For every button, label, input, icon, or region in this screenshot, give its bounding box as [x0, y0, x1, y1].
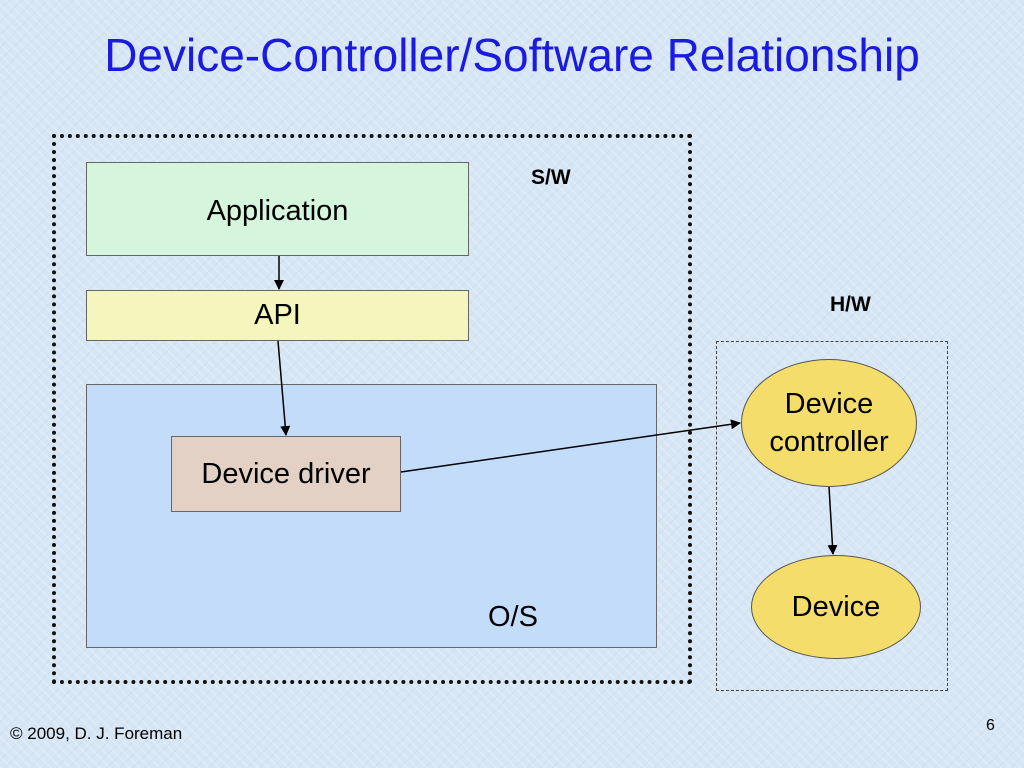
os-label: O/S	[488, 601, 538, 633]
footer-copyright: © 2009, D. J. Foreman	[10, 724, 183, 743]
device-controller-label-line2: controller	[769, 426, 889, 458]
device-controller-node: Device controller	[741, 359, 917, 487]
arrow-driver-to-controller	[400, 419, 741, 473]
hardware-boundary	[716, 341, 948, 691]
application-label: Application	[206, 195, 349, 227]
api-box: API	[86, 290, 469, 341]
arrow-controller-to-device	[827, 486, 838, 555]
application-box: Application	[86, 162, 469, 256]
sw-label: S/W	[531, 166, 571, 189]
software-boundary	[52, 134, 692, 684]
device-driver-box: Device driver	[171, 436, 401, 512]
page-number: 6	[986, 717, 995, 734]
device-node: Device	[751, 555, 921, 659]
slide-title: Device-Controller/Software Relationship	[104, 29, 920, 81]
device-label: Device	[791, 591, 881, 623]
device-driver-label: Device driver	[201, 457, 371, 490]
device-controller-label-line1: Device	[784, 388, 874, 420]
hw-label: H/W	[830, 293, 871, 316]
os-box	[86, 384, 657, 648]
api-label: API	[254, 299, 301, 331]
arrow-api-to-device-driver	[277, 340, 291, 436]
